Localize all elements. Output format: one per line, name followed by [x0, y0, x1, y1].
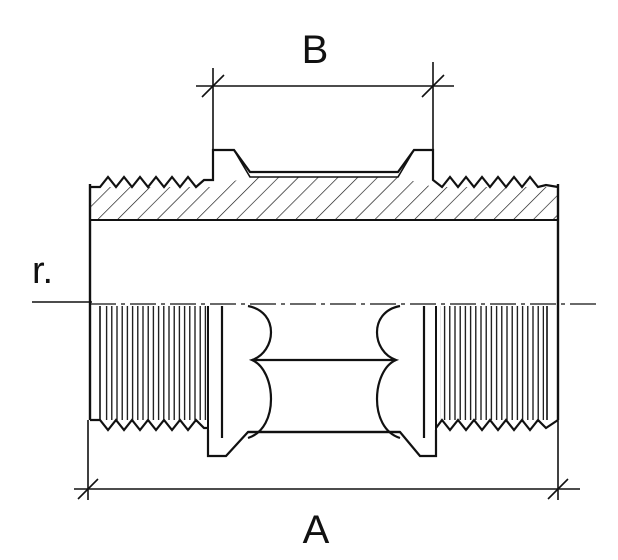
lower-external-view: [90, 304, 559, 458]
hex-body: [206, 304, 438, 458]
right-thread-lines: [440, 306, 544, 420]
dimension-a: [74, 420, 580, 500]
lower-thread-profile: [90, 418, 559, 432]
radius-label: r.: [32, 250, 53, 292]
upper-section-half: [90, 148, 559, 221]
dimension-a-label: A: [303, 508, 330, 552]
left-thread-lines: [104, 306, 208, 420]
outer-thread-profile: [90, 148, 559, 189]
hatched-wall: [90, 177, 558, 220]
dimension-b-label: B: [302, 28, 329, 72]
dimension-b: [196, 62, 454, 180]
